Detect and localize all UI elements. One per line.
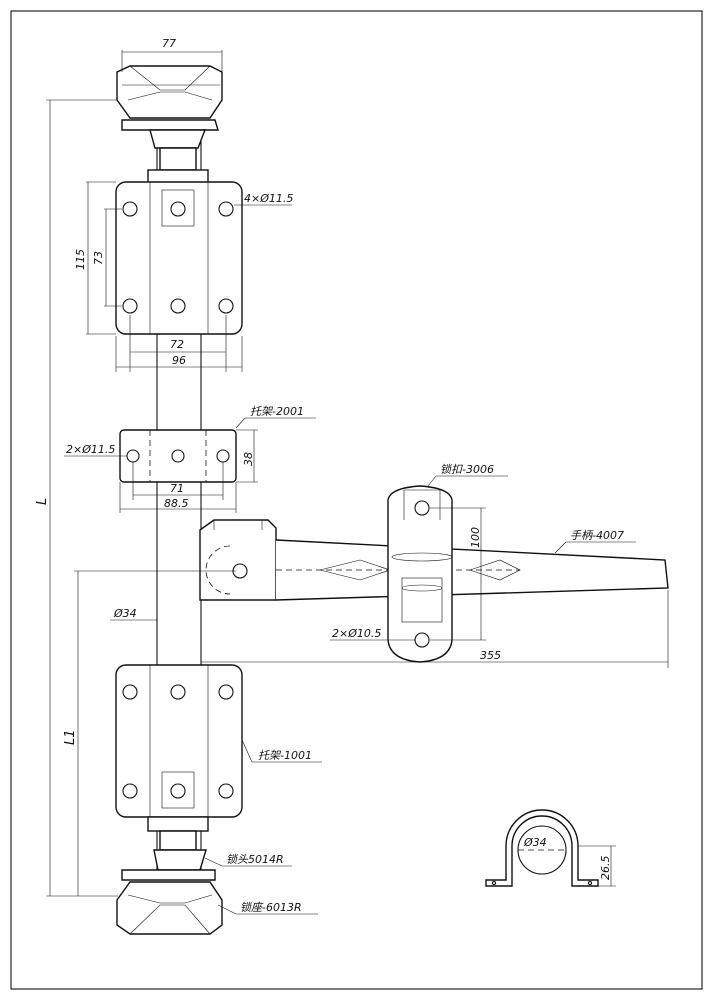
dim-top-width: 77 — [162, 37, 176, 50]
dim-width-88-5: 88.5 — [164, 497, 189, 510]
upper-bracket-plate — [115, 169, 243, 335]
dim-rod-diameter: Ø34 — [113, 607, 137, 620]
label-lock-buckle: 锁扣-3006 — [440, 463, 494, 476]
lower-bracket-1001 — [115, 664, 243, 832]
label-bracket-1001: 托架-1001 — [258, 749, 312, 762]
label-hole-spec-mid: 2×Ø11.5 — [66, 443, 115, 456]
label-lock-head: 锁头5014R — [226, 853, 284, 866]
dim-height-38: 38 — [242, 452, 255, 466]
lock-buckle-3006 — [387, 485, 453, 663]
dim-height-73: 73 — [92, 251, 105, 265]
label-handle: 手柄-4007 — [570, 529, 624, 542]
dim-partial-length: L1 — [63, 729, 78, 745]
label-hole-spec-top: 4×Ø11.5 — [244, 192, 293, 205]
dim-clamp-diameter: Ø34 — [523, 836, 547, 849]
dim-width-71: 71 — [170, 482, 184, 495]
dim-height-115: 115 — [74, 249, 87, 270]
dim-overall-length: L — [35, 498, 50, 505]
bottom-lock-seat — [116, 881, 223, 935]
dim-width-96: 96 — [172, 354, 186, 367]
dim-clamp-height: 26.5 — [599, 856, 612, 881]
dim-width-72: 72 — [170, 338, 184, 351]
top-lock-head — [116, 65, 223, 171]
bottom-lock-head — [121, 830, 216, 881]
dim-height-100: 100 — [469, 527, 482, 548]
handle-assembly — [199, 519, 669, 601]
label-hole-spec-buckle: 2×Ø10.5 — [332, 627, 381, 640]
label-bracket-2001: 托架-2001 — [250, 405, 304, 418]
label-lock-seat: 锁座-6013R — [240, 901, 302, 914]
middle-bracket-2001 — [119, 429, 237, 483]
clamp-section — [485, 809, 599, 887]
dim-length-355: 355 — [480, 649, 501, 662]
drawing-border — [10, 10, 703, 990]
